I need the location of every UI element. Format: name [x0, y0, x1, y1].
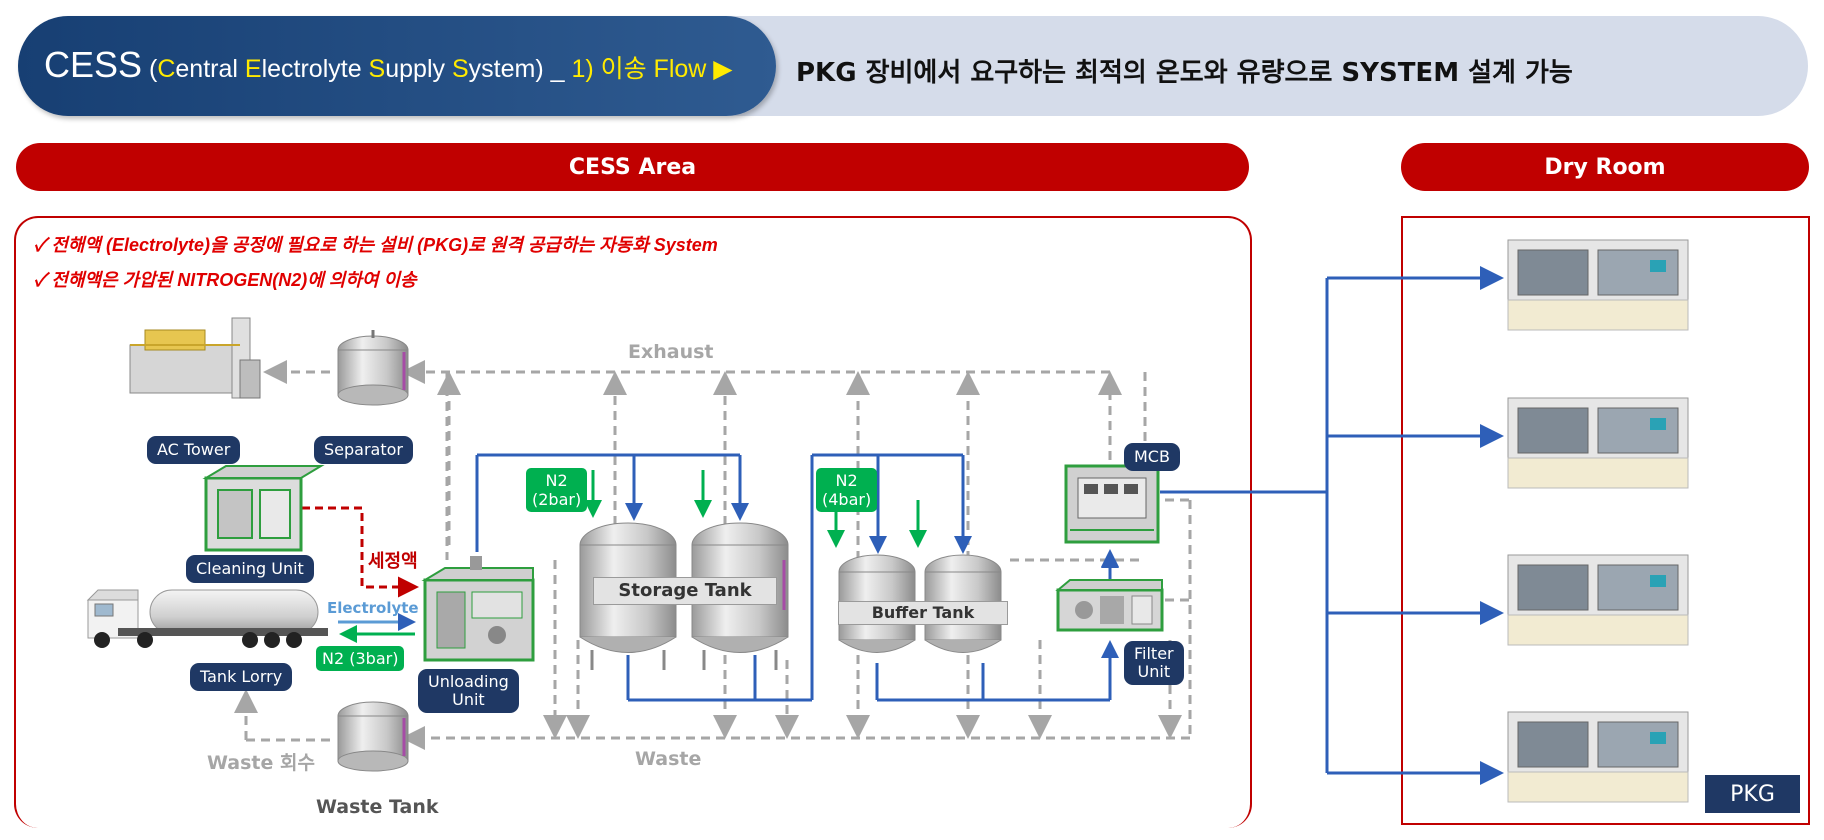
waste-recovery-label: Waste 회수 [207, 752, 315, 774]
cleaning-liquid-label: 세정액 [368, 551, 418, 572]
mcb-illustration [1064, 464, 1160, 544]
waste-tank-label: Waste Tank [316, 796, 439, 818]
bullet-remote-supply: ✓ 전해액 (Electrolyte)을 공정에 필요로 하는 설비 (PKG)… [34, 235, 718, 255]
pkg-machines [1507, 239, 1689, 803]
pkg-machine-1 [1507, 239, 1689, 331]
ac-tower-illustration [129, 317, 261, 399]
n2-2bar-label: N2(2bar) [526, 468, 588, 512]
mcb-label: MCB [1124, 443, 1180, 471]
dry-room-bar: Dry Room [1401, 143, 1809, 191]
cess-area-panel [14, 216, 1252, 828]
n2-arrows [584, 470, 927, 548]
n2-4bar-label: N2(4bar) [816, 468, 878, 512]
cess-area-bar: CESS Area [16, 143, 1249, 191]
n2-3bar-label: N2 (3bar) [316, 646, 405, 671]
tank-lorry-label: Tank Lorry [190, 663, 293, 691]
cleaning-unit-label: Cleaning Unit [186, 555, 314, 583]
pkg-machine-3 [1507, 554, 1689, 646]
pkg-machine-2 [1507, 397, 1689, 489]
waste-label: Waste [635, 748, 702, 770]
tank-lorry-illustration [86, 589, 328, 648]
cleaning-liquid-line [302, 506, 419, 598]
header-title: CESS (Central Electrolyte Supply System)… [44, 44, 733, 85]
bullet-nitrogen-transfer: ✓ 전해액은 가압된 NITROGEN(N2)에 의하여 이송 [34, 270, 417, 290]
storage-tank-label: Storage Tank [593, 577, 777, 605]
electrolyte-label: Electrolyte [327, 599, 419, 617]
exhaust-label: Exhaust [628, 341, 714, 363]
unloading-unit-illustration [421, 556, 535, 662]
cleaning-unit-illustration [202, 465, 325, 552]
buffer-tank-label: Buffer Tank [838, 601, 1008, 625]
header-flow-label: 1) 이송 Flow ▶ [571, 55, 733, 83]
header-description: PKG 장비에서 요구하는 최적의 온도와 유량으로 SYSTEM 설계 가능 [796, 58, 1573, 88]
header-title-box [18, 16, 776, 116]
pkg-label: PKG [1705, 775, 1800, 813]
separator-tank [337, 330, 409, 406]
exhaust-lines [234, 360, 1192, 750]
dry-room-panel [1401, 216, 1810, 825]
pkg-machine-4 [1507, 711, 1689, 803]
filter-unit-illustration [1055, 579, 1164, 632]
waste-tank-illustration [337, 701, 409, 772]
ac-tower-label: AC Tower [147, 436, 241, 464]
separator-label: Separator [314, 436, 413, 464]
